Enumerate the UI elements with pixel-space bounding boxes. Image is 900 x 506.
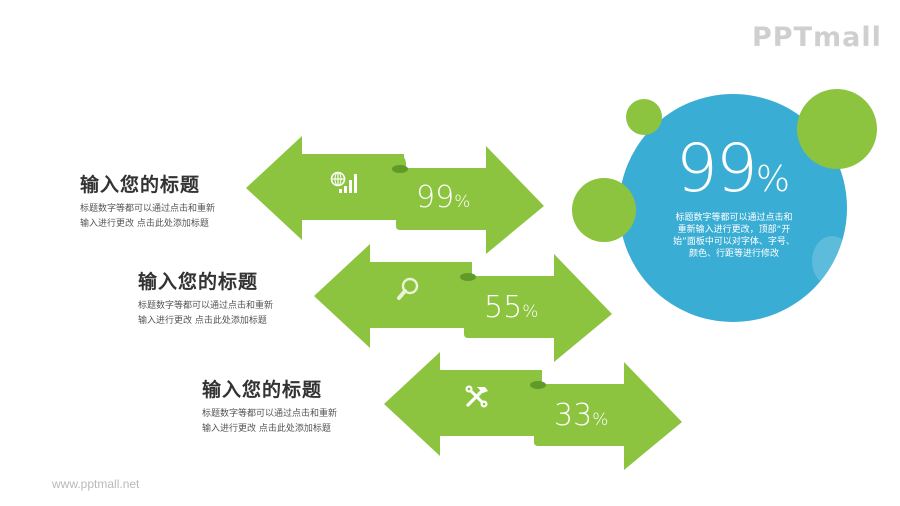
arrow-shapes (246, 136, 544, 254)
percent-label: 99% (416, 180, 471, 215)
green-dot-large (797, 89, 877, 169)
arrow-shapes (314, 244, 612, 362)
percent-label: 55% (484, 290, 539, 325)
item-description: 标题数字等都可以通过点击和重新 输入进行更改 点击此处添加标题 (202, 409, 338, 434)
footer-url: www.pptmall.net (52, 477, 140, 491)
double-arrow-3: 33% (384, 352, 694, 472)
highlight-percent: 99% (675, 130, 791, 207)
highlight-description: 标题数字等都可以通过点击和 重新输入进行更改，顶部“开 始”面板中可以对字体、字… (673, 213, 795, 259)
arrow-shapes (384, 352, 682, 470)
item-description: 标题数字等都可以通过点击和重新 输入进行更改 点击此处添加标题 (138, 301, 274, 326)
item-title: 输入您的标题 (138, 271, 259, 293)
item-1-text: 输入您的标题 标题数字等都可以通过点击和重新 输入进行更改 点击此处添加标题 (80, 170, 215, 232)
item-title: 输入您的标题 (202, 379, 323, 401)
pptmall-logo: PPTmall (752, 22, 882, 53)
green-dot-medium (572, 178, 636, 242)
green-dot-small (626, 99, 662, 135)
item-description: 标题数字等都可以通过点击和重新 输入进行更改 点击此处添加标题 (80, 204, 216, 229)
item-2-text: 输入您的标题 标题数字等都可以通过点击和重新 输入进行更改 点击此处添加标题 (138, 267, 273, 329)
double-arrow-1: 99% (246, 136, 556, 256)
double-arrow-2: 55% (314, 244, 624, 364)
item-title: 输入您的标题 (80, 174, 201, 196)
item-3-text: 输入您的标题 标题数字等都可以通过点击和重新 输入进行更改 点击此处添加标题 (202, 375, 337, 437)
percent-label: 33% (554, 398, 609, 433)
circle-shine (812, 236, 847, 286)
